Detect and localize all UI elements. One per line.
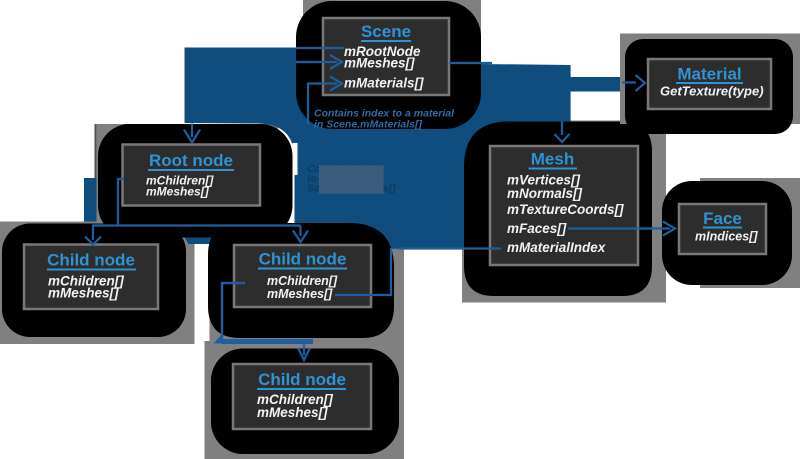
svg-text:mNormals[]: mNormals[] — [507, 186, 583, 201]
svg-text:mMeshes[]: mMeshes[] — [344, 56, 415, 71]
svg-text:Mesh: Mesh — [531, 150, 574, 169]
svg-text:Child node: Child node — [259, 250, 347, 269]
svg-text:mChildren[]: mChildren[] — [48, 274, 124, 289]
svg-text:mChildren[]: mChildren[] — [146, 174, 214, 188]
svg-text:Scene: Scene — [361, 22, 411, 41]
svg-text:mMeshes[]: mMeshes[] — [267, 287, 333, 301]
svg-text:mVertices[]: mVertices[] — [507, 173, 581, 188]
svg-text:mChildren[]: mChildren[] — [257, 392, 333, 407]
svg-text:mMeshes[]: mMeshes[] — [257, 405, 328, 420]
svg-text:mChildren[]: mChildren[] — [267, 274, 338, 288]
svg-text:Material: Material — [677, 65, 741, 84]
svg-text:mMeshes[]: mMeshes[] — [146, 185, 210, 199]
svg-text:mMaterials[]: mMaterials[] — [344, 76, 424, 91]
svg-text:mFaces[]: mFaces[] — [507, 221, 567, 236]
svg-text:mMaterialIndex: mMaterialIndex — [507, 240, 606, 255]
svg-text:Face: Face — [703, 209, 742, 228]
svg-text:mRootNode: mRootNode — [344, 44, 421, 59]
svg-text:mTextureCoords[]: mTextureCoords[] — [507, 202, 624, 217]
svg-text:Child node: Child node — [258, 370, 346, 389]
svg-text:in Scene.mMaterials[]: in Scene.mMaterials[] — [314, 119, 422, 131]
svg-text:GetTexture(type): GetTexture(type) — [660, 84, 764, 99]
svg-text:Root node: Root node — [149, 151, 233, 170]
svg-text:Contains index to a material: Contains index to a material — [314, 108, 455, 120]
svg-text:mMeshes[]: mMeshes[] — [48, 286, 119, 301]
svg-text:mIndices[]: mIndices[] — [695, 230, 758, 244]
svg-text:Child node: Child node — [47, 251, 135, 270]
